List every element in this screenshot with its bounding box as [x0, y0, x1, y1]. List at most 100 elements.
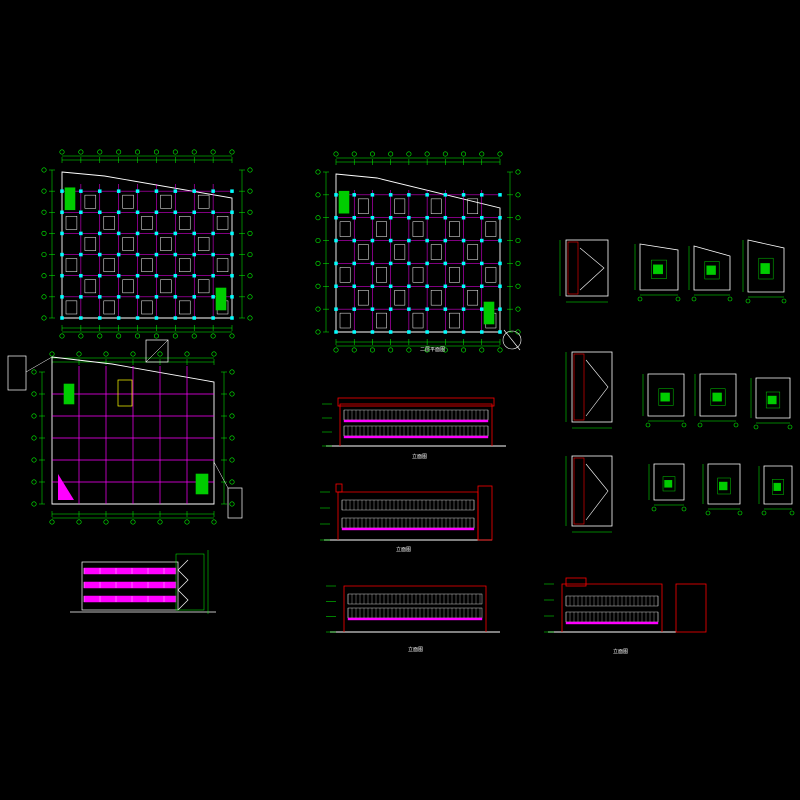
- axis-bubble: [406, 347, 412, 353]
- axis-bubble: [442, 347, 448, 353]
- rect: [135, 316, 140, 320]
- axis-bubble: [733, 422, 739, 428]
- rect: [230, 210, 234, 215]
- rect: [197, 194, 210, 209]
- rect: [154, 210, 159, 215]
- rect: [480, 307, 484, 311]
- axis-bubble: [116, 149, 122, 155]
- rect: [461, 330, 466, 334]
- axis-bubble: [97, 333, 103, 339]
- rect: [60, 273, 64, 278]
- rect: [407, 307, 411, 311]
- rect: [407, 215, 411, 220]
- rect: [388, 261, 393, 266]
- rect: [122, 279, 134, 294]
- rect: [449, 221, 460, 237]
- rect: [485, 267, 497, 283]
- rect: [352, 215, 356, 220]
- rect: [480, 330, 484, 334]
- rect: [651, 259, 667, 279]
- rect: [135, 189, 140, 193]
- rect: [370, 307, 375, 311]
- axis-bubble: [502, 330, 522, 350]
- rect: [211, 273, 215, 278]
- rect: [706, 265, 716, 275]
- detail-plan-a: [634, 243, 681, 302]
- rect: [173, 295, 178, 299]
- rect: [7, 355, 27, 391]
- rect: [211, 295, 215, 299]
- axis-bubble: [515, 169, 521, 175]
- rect: [461, 215, 466, 220]
- axis-bubble: [651, 506, 657, 512]
- room-outline: [763, 465, 793, 505]
- rect: [407, 330, 411, 334]
- rect: [154, 189, 159, 193]
- axis-bubble: [369, 151, 375, 157]
- rect: [425, 284, 429, 289]
- rect: [370, 193, 375, 197]
- axis-bubble: [333, 347, 339, 353]
- stair-detail-1: [559, 239, 609, 303]
- rect: [60, 210, 64, 215]
- rect: [343, 435, 489, 439]
- axis-bubble: [781, 298, 787, 304]
- facade-outline: [339, 403, 493, 446]
- rect: [63, 383, 75, 405]
- elevation-2: [320, 483, 493, 541]
- axis-bubble: [515, 238, 521, 244]
- rect: [192, 231, 196, 236]
- rect: [135, 273, 140, 278]
- rect: [719, 481, 728, 491]
- rect: [160, 279, 172, 294]
- rect: [98, 316, 102, 320]
- rect: [173, 316, 178, 320]
- rect: [98, 252, 102, 257]
- axis-bubble: [229, 479, 235, 485]
- axis-bubble: [315, 215, 321, 221]
- rect: [388, 193, 393, 197]
- axis-bubble: [315, 306, 321, 312]
- axis-bubble: [247, 167, 253, 173]
- rect: [173, 189, 178, 193]
- rect: [227, 487, 243, 519]
- rect: [175, 553, 205, 611]
- rect: [352, 238, 356, 243]
- axis-bubble: [247, 273, 253, 279]
- rect: [179, 258, 191, 272]
- detail-plan-h: [702, 463, 743, 516]
- room-outline: [693, 245, 731, 291]
- axis-bubble: [172, 333, 178, 339]
- rect: [498, 215, 502, 220]
- rect: [192, 273, 196, 278]
- rect: [98, 189, 102, 193]
- rect: [449, 267, 460, 283]
- axis-bubble: [211, 519, 217, 525]
- axis-bubble: [479, 347, 485, 353]
- axis-bubble: [153, 149, 159, 155]
- rect: [498, 284, 502, 289]
- rect: [103, 258, 115, 272]
- axis-bubble: [41, 209, 47, 215]
- axis-bubble: [229, 457, 235, 463]
- axis-bubble: [229, 391, 235, 397]
- floor-plan-2: [315, 151, 521, 353]
- stair-detail-3: [565, 455, 613, 533]
- rect: [352, 193, 356, 197]
- rect: [154, 295, 159, 299]
- rect: [334, 284, 338, 289]
- rect: [443, 215, 448, 220]
- rect: [79, 273, 83, 278]
- rect: [388, 238, 393, 243]
- room-outline: [707, 463, 741, 505]
- rect: [192, 252, 196, 257]
- rect: [216, 258, 229, 272]
- axis-bubble: [41, 294, 47, 300]
- axis-bubble: [442, 151, 448, 157]
- rect: [388, 284, 393, 289]
- rect: [141, 258, 153, 272]
- rect: [195, 473, 209, 495]
- rect: [571, 351, 613, 423]
- rect: [461, 284, 466, 289]
